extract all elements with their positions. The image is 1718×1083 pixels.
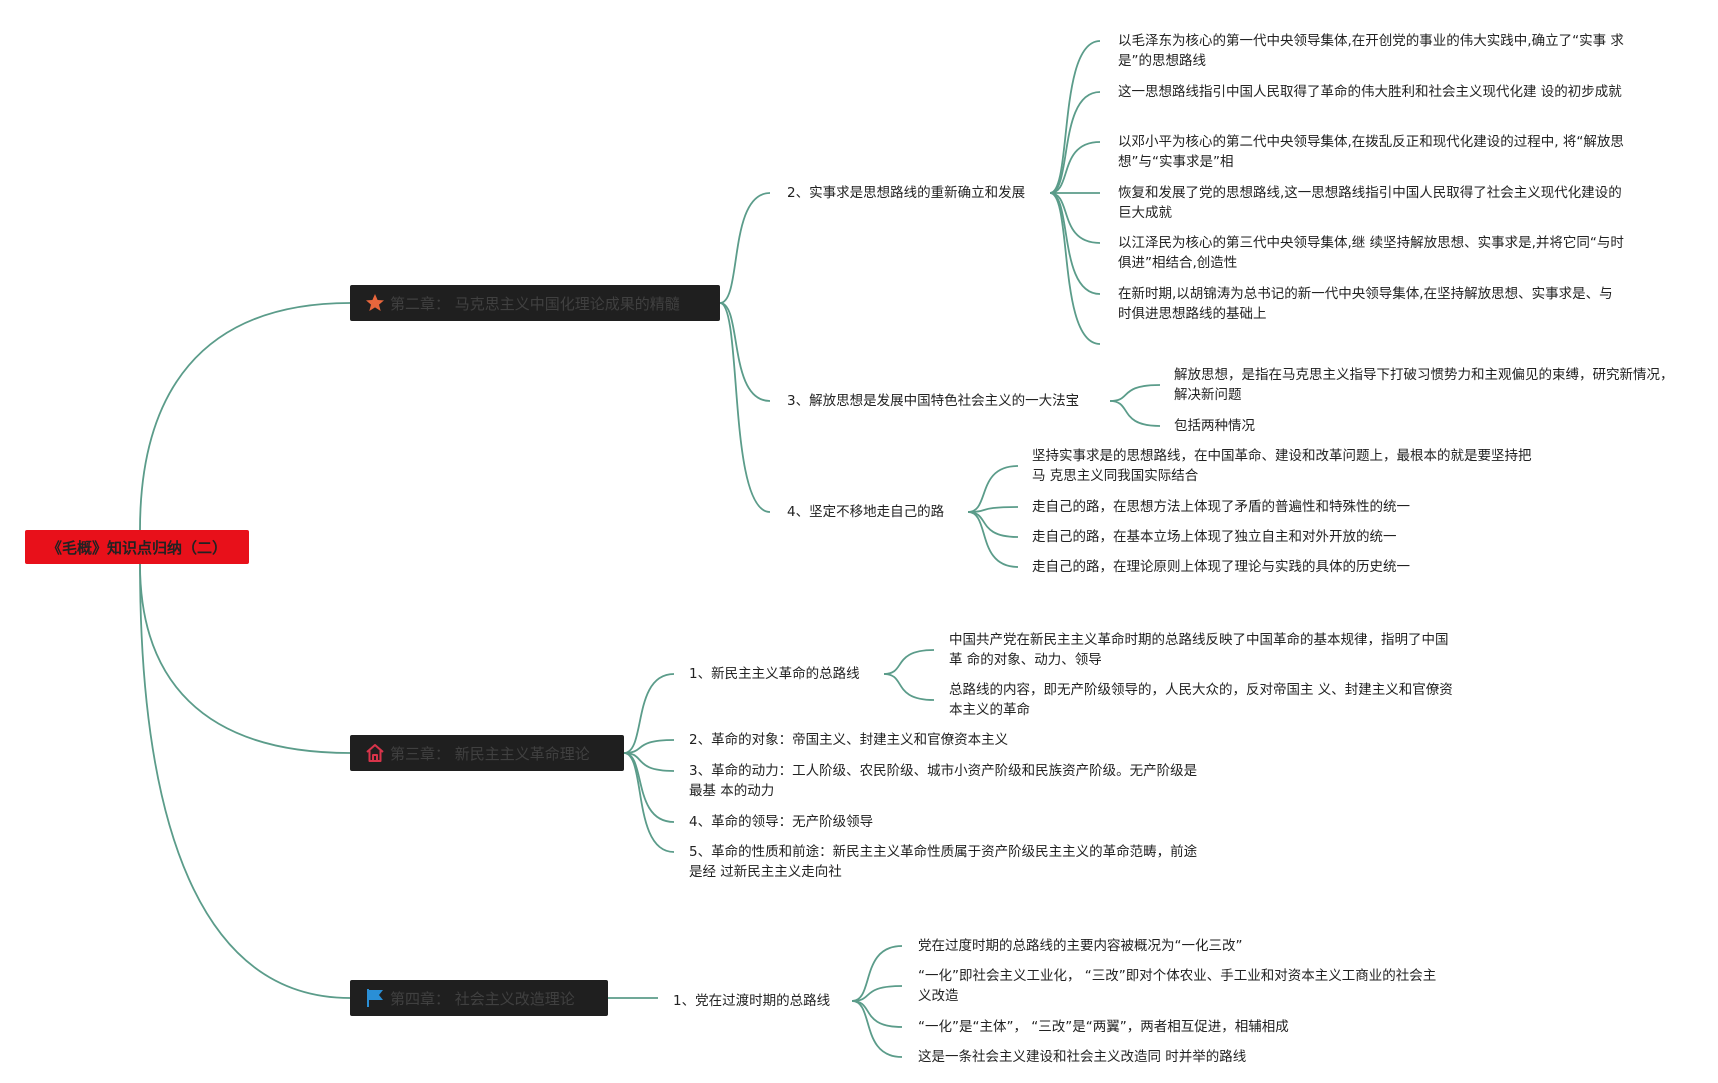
flag-icon: [364, 987, 386, 1009]
detail-node[interactable]: “一化”是“主体”， “三改”是“两翼”，两者相互促进，相辅相成: [918, 1019, 1289, 1035]
detail-link: [1049, 192, 1101, 345]
chapter-link: [719, 302, 771, 513]
detail-node[interactable]: 以邓小平为核心的第二代中央领导集体,在拨乱反正和现代化建设的过程中, 将“解放思…: [1118, 134, 1624, 170]
detail-node[interactable]: 这一思想路线指引中国人民取得了革命的伟大胜利和社会主义现代化建 设的初步成就: [1118, 84, 1622, 100]
detail-link: [1049, 40, 1101, 194]
detail-node[interactable]: “一化”即社会主义工业化， “三改”即对个体农业、手工业和对资本主义工商业的社会…: [918, 968, 1437, 1004]
chapter-label: 第二章： 马克思主义中国化理论成果的精髓: [390, 294, 680, 313]
chapter-node-3[interactable]: 第三章： 新民主主义革命理论: [350, 735, 624, 771]
chapter-link: [719, 192, 771, 304]
chapter-link: [623, 673, 675, 754]
detail-link: [1109, 400, 1161, 427]
detail-node[interactable]: 走自己的路，在思想方法上体现了矛盾的普遍性和特殊性的统一: [1032, 499, 1410, 515]
detail-node[interactable]: 走自己的路，在基本立场上体现了独立自主和对外开放的统一: [1032, 529, 1397, 545]
detail-link: [967, 511, 1019, 568]
detail-node[interactable]: 以江泽民为核心的第三代中央领导集体,继 续坚持解放思想、实事求是,并将它同“与时…: [1118, 235, 1624, 271]
detail-link: [1049, 141, 1101, 194]
topic-node[interactable]: 4、坚定不移地走自己的路: [787, 504, 945, 520]
root-node[interactable]: 《毛概》知识点归纳（二）: [25, 530, 249, 564]
detail-node[interactable]: 中国共产党在新民主主义革命时期的总路线反映了中国革命的基本规律，指明了中国革 命…: [949, 632, 1449, 668]
topic-node[interactable]: 4、革命的领导：无产阶级领导: [689, 814, 874, 830]
chapter-link: [623, 752, 675, 823]
root-link: [139, 563, 351, 754]
detail-link: [967, 465, 1019, 513]
chapter-node-2[interactable]: 第二章： 马克思主义中国化理论成果的精髓: [350, 285, 720, 321]
detail-node[interactable]: 党在过度时期的总路线的主要内容被概况为“一化三改”: [918, 938, 1243, 954]
detail-link: [883, 673, 935, 701]
detail-node[interactable]: 总路线的内容，即无产阶级领导的，人民大众的，反对帝国主 义、封建主义和官僚资本主…: [949, 682, 1453, 718]
topic-node[interactable]: 2、革命的对象：帝国主义、封建主义和官僚资本主义: [689, 732, 1009, 748]
detail-link: [1049, 192, 1101, 244]
chapter-link: [623, 739, 675, 754]
chapter-label: 第四章： 社会主义改造理论: [390, 989, 575, 1008]
topic-node[interactable]: 3、解放思想是发展中国特色社会主义的一大法宝: [787, 393, 1080, 409]
detail-link: [851, 1000, 903, 1058]
home-icon: [364, 742, 386, 764]
detail-link: [851, 945, 903, 1002]
detail-node[interactable]: 在新时期,以胡锦涛为总书记的新一代中央领导集体,在坚持解放思想、实事求是、与 时…: [1118, 286, 1613, 322]
chapter-link: [623, 752, 675, 853]
topic-node[interactable]: 1、新民主主义革命的总路线: [689, 666, 860, 682]
star-icon: [364, 292, 386, 314]
chapter-link: [719, 302, 771, 402]
topic-node[interactable]: 5、革命的性质和前途：新民主主义革命性质属于资产阶级民主主义的革命范畴，前途是经…: [689, 844, 1198, 880]
root-label: 《毛概》知识点归纳（二）: [46, 538, 227, 557]
detail-node[interactable]: 包括两种情况: [1174, 418, 1255, 434]
chapter-link: [623, 752, 675, 772]
root-link: [139, 302, 351, 531]
detail-link: [1049, 91, 1101, 194]
root-link: [139, 563, 351, 999]
detail-node[interactable]: 解放思想，是指在马克思主义指导下打破习惯势力和主观偏见的束缚，研究新情况，解决新…: [1174, 367, 1674, 403]
topic-node[interactable]: 2、实事求是思想路线的重新确立和发展: [787, 185, 1026, 201]
detail-link: [1109, 384, 1161, 402]
detail-node[interactable]: 坚持实事求是的思想路线，在中国革命、建设和改革问题上，最根本的就是要坚持把马 克…: [1032, 448, 1532, 484]
topic-node[interactable]: 3、革命的动力：工人阶级、农民阶级、城市小资产阶级和民族资产阶级。无产阶级是最基…: [689, 763, 1198, 799]
detail-node[interactable]: 恢复和发展了党的思想路线,这一思想路线指引中国人民取得了社会主义现代化建设的巨大…: [1118, 185, 1622, 221]
detail-node[interactable]: 以毛泽东为核心的第一代中央领导集体,在开创党的事业的伟大实践中,确立了“实事 求…: [1118, 33, 1624, 69]
detail-link: [851, 985, 903, 1002]
topic-node[interactable]: 1、党在过渡时期的总路线: [673, 993, 831, 1009]
detail-node[interactable]: 这是一条社会主义建设和社会主义改造同 时并举的路线: [918, 1049, 1247, 1065]
chapter-label: 第三章： 新民主主义革命理论: [390, 744, 590, 763]
detail-link: [883, 649, 935, 675]
chapter-node-4[interactable]: 第四章： 社会主义改造理论: [350, 980, 608, 1016]
detail-link: [1049, 192, 1101, 295]
detail-node[interactable]: 走自己的路，在理论原则上体现了理论与实践的具体的历史统一: [1032, 559, 1410, 575]
